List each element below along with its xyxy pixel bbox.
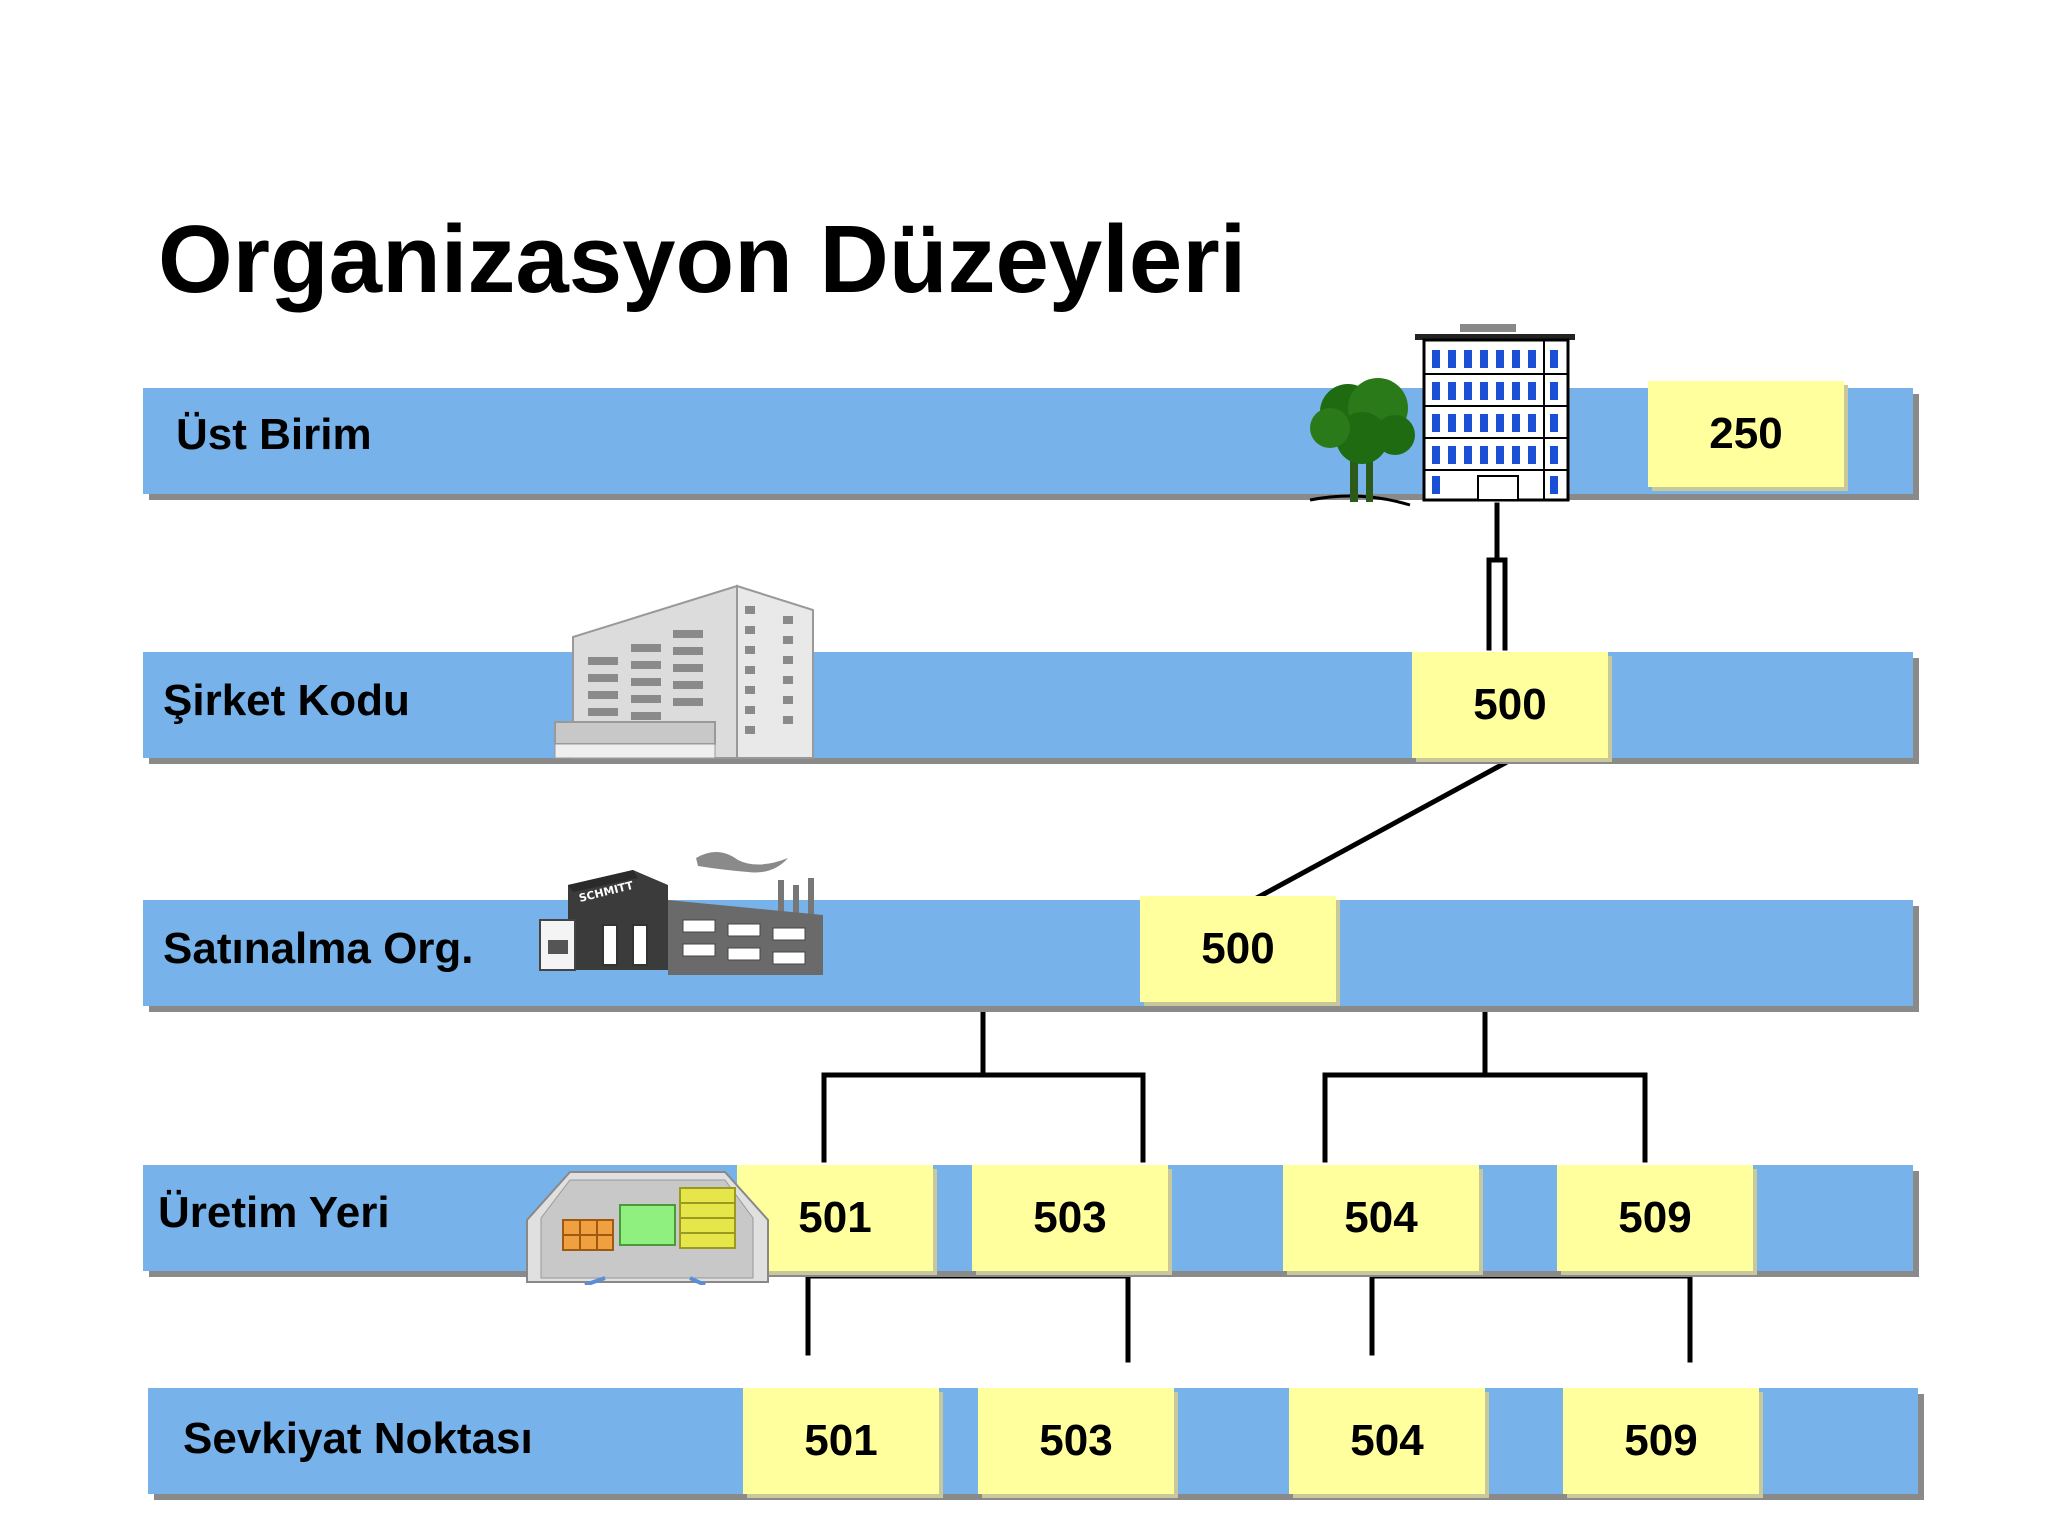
code-box: 504 [1289,1388,1485,1494]
level-label: Üst Birim [176,410,372,459]
band-ust-birim [143,388,1913,494]
code-box: 500 [1140,896,1336,1002]
code-box: 503 [978,1388,1174,1494]
code-box: 500 [1412,652,1608,758]
code-box: 504 [1283,1165,1479,1271]
code-box: 501 [737,1165,933,1271]
warehouse-icon [526,1171,769,1285]
code-box: 501 [743,1388,939,1494]
connector-line [805,1273,1131,1363]
connector-line [1369,1273,1693,1363]
page-title: Organizasyon Düzeyleri [158,206,1247,313]
connector-line [821,1072,1146,1163]
level-label: Şirket Kodu [163,676,410,725]
office-tower-icon [1309,324,1575,507]
connector-line [1322,1072,1648,1163]
connector-line [1249,759,1509,904]
code-box: 250 [1648,381,1844,487]
level-label: Üretim Yeri [158,1188,390,1237]
factory-icon: SCHMITT [539,851,823,975]
level-label: Satınalma Org. [163,924,474,973]
band-sirket-kodu [143,652,1913,758]
code-box: 509 [1557,1165,1753,1271]
code-box: 509 [1563,1388,1759,1494]
company-building-icon [554,584,814,759]
band-satinalma-org [143,900,1913,1006]
level-label: Sevkiyat Noktası [183,1414,533,1463]
code-box: 503 [972,1165,1168,1271]
